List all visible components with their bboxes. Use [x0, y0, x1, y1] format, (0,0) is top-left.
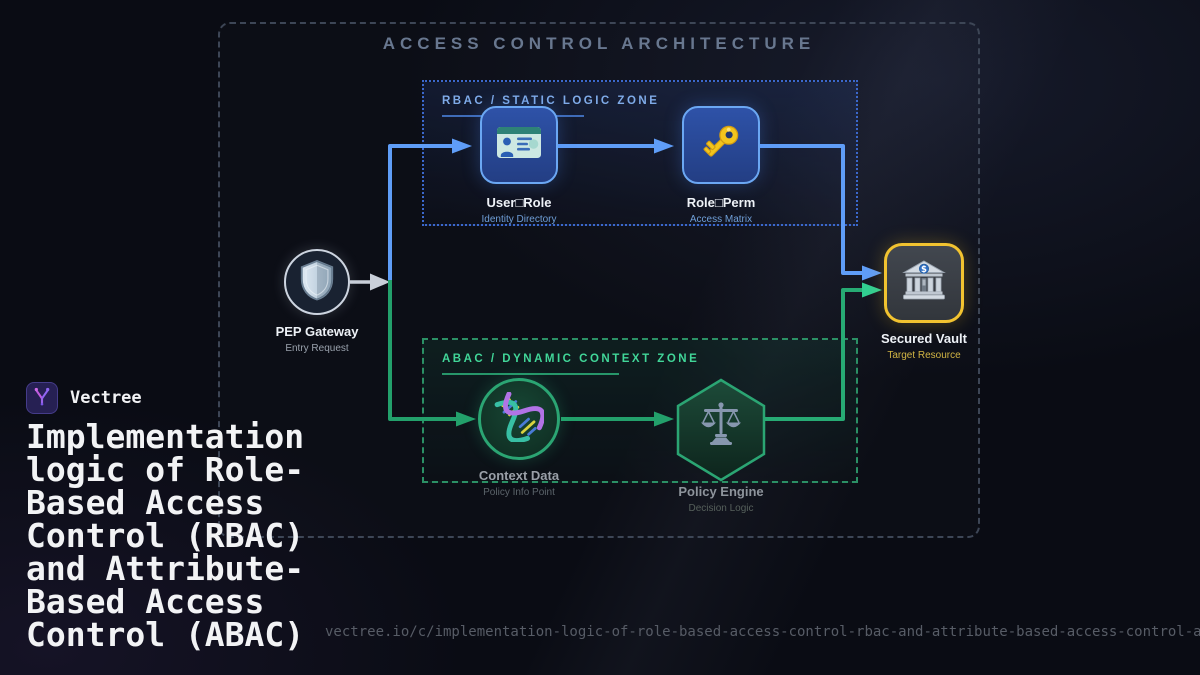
title-line: Control (ABAC) [26, 615, 305, 654]
key-icon [698, 120, 744, 171]
secured-vault-node: $ [884, 243, 964, 323]
scales-icon [701, 402, 741, 445]
context-data-label: Context Data [478, 468, 560, 483]
title-line: Based Access [26, 582, 265, 621]
brand-name: Vectree [70, 388, 142, 408]
abac-zone-label: ABAC / DYNAMIC CONTEXT ZONE [442, 353, 700, 365]
context-data-sublabel: Policy Info Point [483, 487, 555, 498]
user-role-sublabel: Identity Directory [481, 214, 557, 225]
title-line: Implementation [26, 417, 305, 456]
title-line: Control (RBAC) [26, 516, 305, 555]
title-line: Based Access [26, 483, 265, 522]
secured-vault-label: Secured Vault [881, 331, 967, 346]
pep-gateway-label: PEP Gateway [275, 324, 359, 339]
role-perm-label: Role□Perm [686, 195, 756, 210]
policy-engine-sublabel: Decision Logic [688, 503, 754, 514]
secured-vault-sublabel: Target Resource [887, 350, 961, 361]
dna-icon [494, 390, 546, 447]
bank-icon: $ [901, 259, 947, 308]
title-line: logic of Role- [26, 450, 305, 489]
diagram-frame: ACCESS CONTROL ARCHITECTURE [218, 22, 980, 538]
context-data-node [478, 378, 560, 460]
pep-gateway-sublabel: Entry Request [285, 343, 349, 354]
abac-zone-underline [442, 373, 619, 375]
pep-gateway-node [284, 249, 350, 315]
user-role-label: User□Role [486, 195, 552, 210]
vectree-logo [26, 382, 58, 414]
page-title: Implementation logic of Role- Based Acce… [26, 420, 304, 651]
id-card-icon [496, 126, 542, 165]
role-perm-node [682, 106, 760, 184]
shield-icon [298, 259, 336, 306]
url-text: vectree.io/c/implementation-logic-of-rol… [325, 624, 1200, 640]
policy-engine-node [676, 378, 766, 482]
vectree-v-icon [29, 383, 55, 414]
user-role-node [480, 106, 558, 184]
title-line: and Attribute- [26, 549, 305, 588]
rbac-zone-label: RBAC / STATIC LOGIC ZONE [442, 95, 660, 107]
diagram-title: ACCESS CONTROL ARCHITECTURE [382, 34, 816, 53]
brand-row: Vectree [26, 382, 142, 414]
svg-text:$: $ [921, 264, 927, 274]
role-perm-sublabel: Access Matrix [689, 214, 753, 225]
policy-engine-label: Policy Engine [678, 484, 764, 499]
